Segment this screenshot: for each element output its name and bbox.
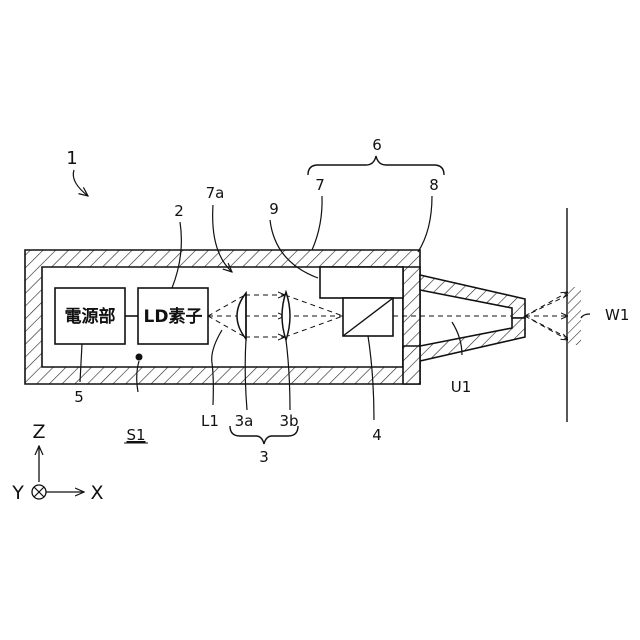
- label-beam-splitter: 4: [372, 426, 382, 444]
- label-lens-b: 3b: [279, 412, 298, 430]
- nozzle-upper-wall: [420, 275, 525, 318]
- label-unit: U1: [451, 378, 472, 396]
- label-workpiece: W1: [605, 306, 629, 324]
- label-nozzle: 8: [429, 176, 439, 194]
- label-space: S1: [126, 426, 145, 444]
- label-module: 6: [372, 136, 382, 154]
- ld-element-label: LD素子: [144, 307, 203, 327]
- label-lens-group: 3: [259, 448, 269, 466]
- axis-z-label: Z: [32, 421, 45, 443]
- label-housing-inner: 7a: [206, 184, 225, 202]
- power-supply-label: 電源部: [65, 306, 116, 327]
- label-power-ref: 5: [74, 388, 84, 406]
- nozzle-lower-wall: [420, 318, 525, 361]
- axis-x-label: X: [90, 482, 103, 504]
- sensor-module-box: [320, 267, 403, 298]
- module-brace: [308, 156, 444, 175]
- nozzle-right-corner-lower: [403, 346, 420, 384]
- coordinate-axes: Z Y X: [11, 421, 103, 504]
- label-lens-a: 3a: [235, 412, 254, 430]
- lens-3b: [282, 292, 290, 340]
- space-point: [136, 354, 143, 361]
- lens-3a: [237, 293, 246, 339]
- label-laser: L1: [201, 412, 219, 430]
- workpiece-surface: [568, 287, 581, 345]
- label-ld-ref: 2: [174, 202, 184, 220]
- label-device: 1: [66, 148, 77, 169]
- axis-y-label: Y: [11, 482, 24, 504]
- label-sensor: 9: [269, 200, 279, 218]
- label-housing-part: 7: [315, 176, 325, 194]
